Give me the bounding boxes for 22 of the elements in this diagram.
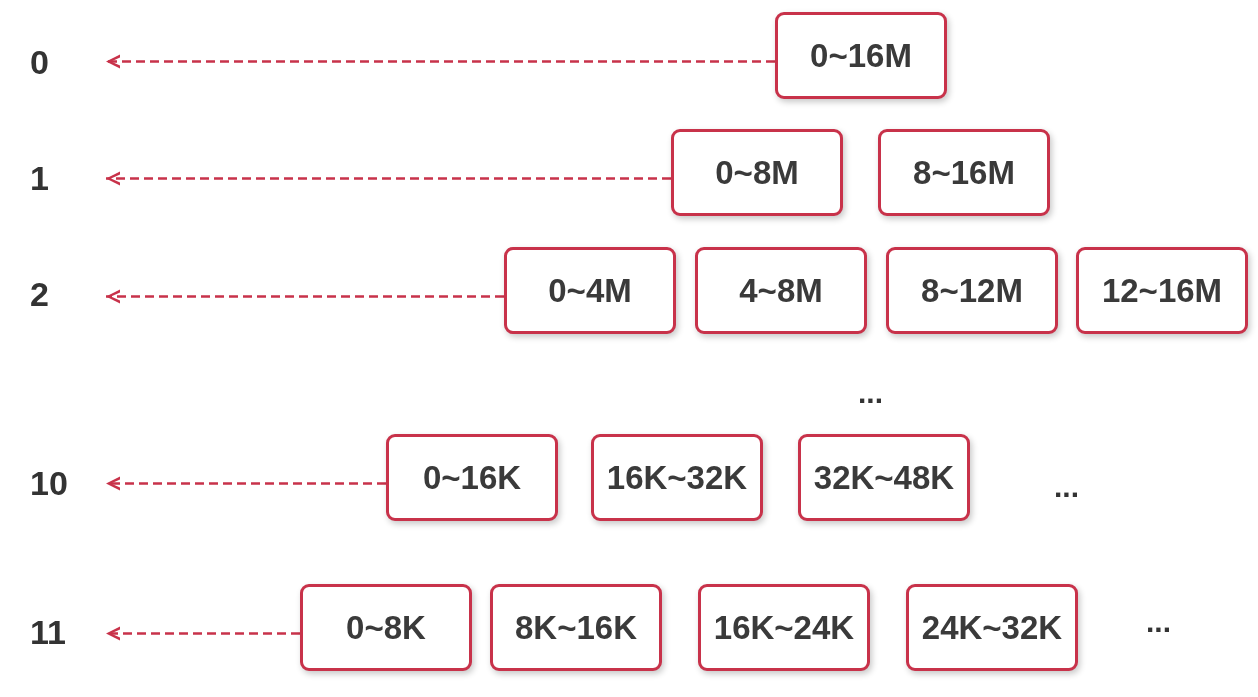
range-box: 8~12M (886, 247, 1058, 334)
range-box: 0~4M (504, 247, 676, 334)
range-box: 24K~32K (906, 584, 1078, 671)
range-box: 4~8M (695, 247, 867, 334)
level-number: 2 (30, 272, 104, 316)
range-box: 16K~32K (591, 434, 763, 521)
range-box: 0~8K (300, 584, 472, 671)
range-box: 8~16M (878, 129, 1050, 216)
range-box: 8K~16K (490, 584, 662, 671)
range-box: 0~16K (386, 434, 558, 521)
level-number: 1 (30, 156, 104, 200)
ellipsis: ... (858, 378, 883, 408)
ellipsis: ... (1146, 607, 1171, 637)
range-box: 32K~48K (798, 434, 970, 521)
range-box: 12~16M (1076, 247, 1248, 334)
level-number: 11 (30, 610, 104, 654)
level-number: 0 (30, 40, 104, 84)
level-number: 10 (30, 461, 104, 505)
range-box: 16K~24K (698, 584, 870, 671)
range-box: 0~8M (671, 129, 843, 216)
range-box: 0~16M (775, 12, 947, 99)
ellipsis: ... (1054, 472, 1079, 502)
